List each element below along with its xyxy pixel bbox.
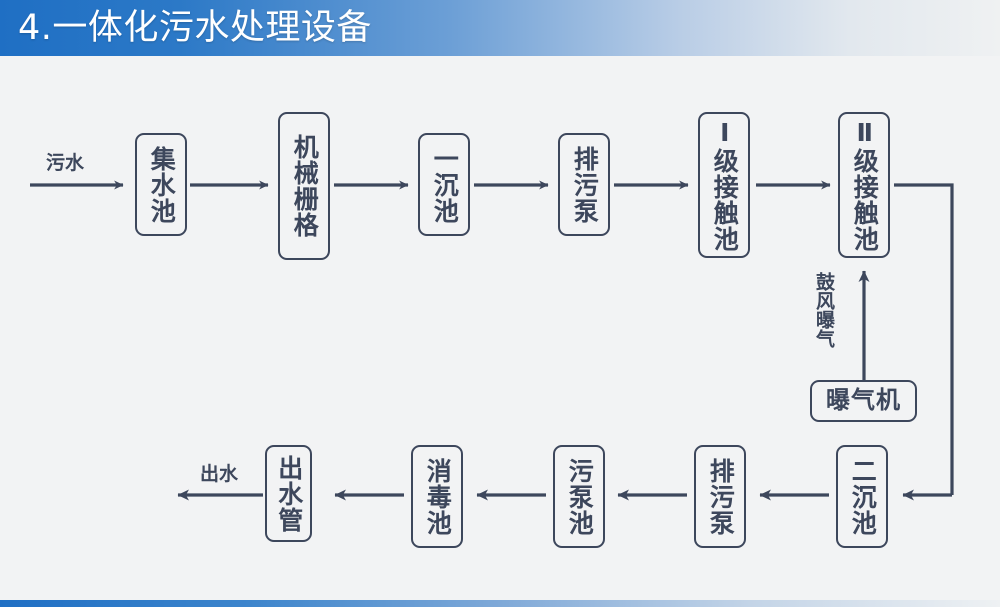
label-blower-aeration: 鼓风曝气 <box>813 272 835 348</box>
node-contact-tank-level-2[interactable]: Ⅱ级接触池 <box>838 112 890 258</box>
node-water-collection-tank[interactable]: 集水池 <box>135 133 187 236</box>
node-primary-sedimentation-tank[interactable]: 一沉池 <box>418 133 470 236</box>
flowchart-connectors <box>30 180 954 501</box>
node-disinfection-tank[interactable]: 消毒池 <box>411 445 463 548</box>
label-influent: 污水 <box>46 152 85 174</box>
node-effluent-pipe[interactable]: 出水管 <box>265 445 312 542</box>
node-sludge-pump-tank[interactable]: 污泵池 <box>553 445 605 548</box>
node-secondary-sedimentation-tank[interactable]: 二沉池 <box>836 445 888 548</box>
node-contact-tank-level-1[interactable]: Ⅰ级接触池 <box>698 112 750 258</box>
slide-footer-bar <box>0 600 1000 607</box>
flowchart-canvas: 集水池 机械栅格 一沉池 排污泵 Ⅰ级接触池 Ⅱ级接触池 鼓风曝气 曝气机 二沉… <box>0 56 1000 600</box>
label-effluent: 出水 <box>200 463 239 485</box>
node-sewage-pump-1[interactable]: 排污泵 <box>558 133 610 236</box>
page-title: 4.一体化污水处理设备 <box>18 8 372 48</box>
slide-header-bar: 4.一体化污水处理设备 <box>0 0 1000 56</box>
wire-jct2-to-ecc-elbow <box>894 183 954 495</box>
node-mechanical-grating[interactable]: 机械栅格 <box>278 112 330 260</box>
node-aerator[interactable]: 曝气机 <box>810 380 917 422</box>
node-sewage-pump-2[interactable]: 排污泵 <box>694 445 746 548</box>
